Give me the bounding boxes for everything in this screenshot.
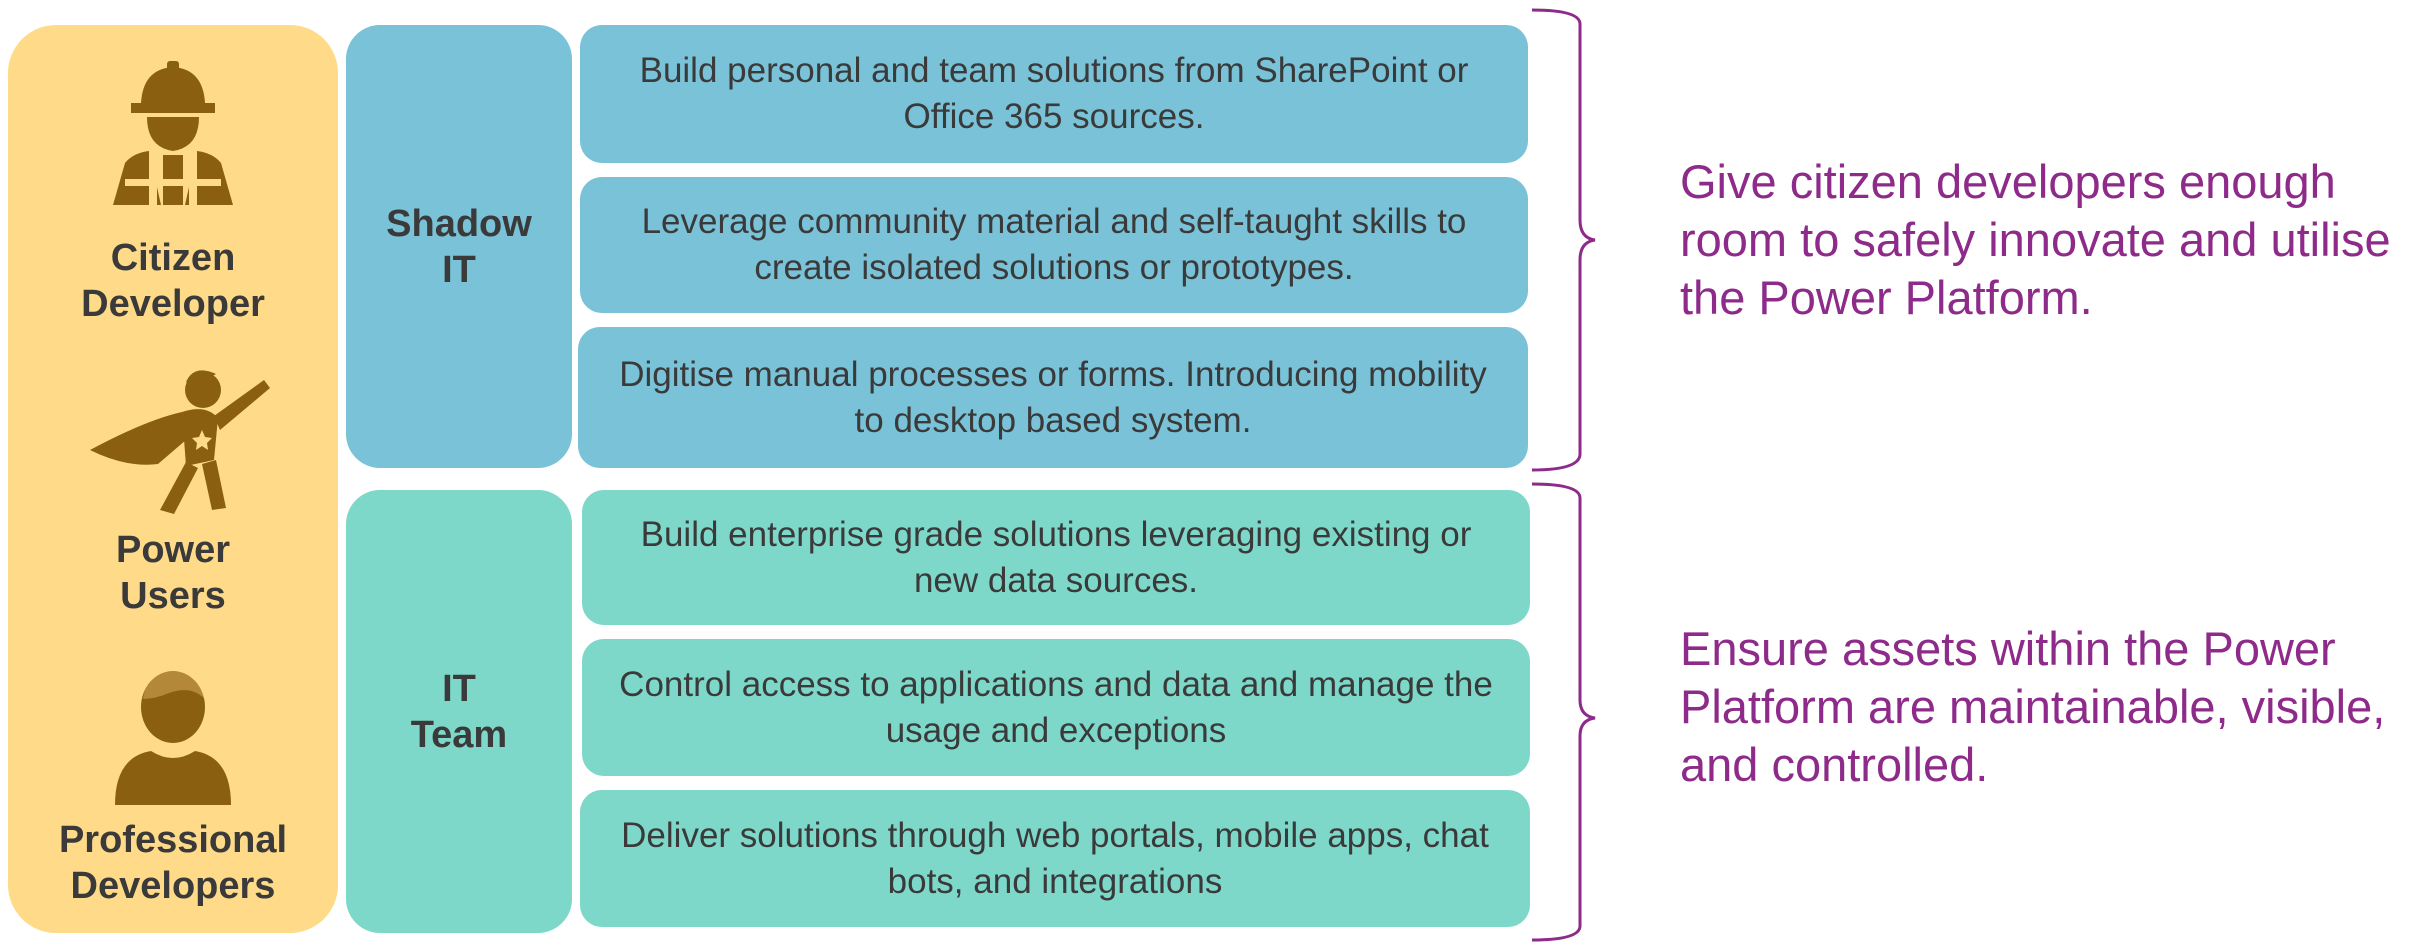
brace-shadow-it (1531, 8, 1596, 472)
group-label-it-team: IT Team (410, 667, 508, 756)
group-label-shadow-it: Shadow IT (386, 202, 532, 291)
person-icon (115, 670, 231, 805)
it-team-item-3: Deliver solutions through web portals, m… (580, 790, 1530, 927)
shadow-it-item-3: Digitise manual processes or forms. Intr… (578, 327, 1528, 468)
it-team-item-1: Build enterprise grade solutions leverag… (582, 490, 1530, 625)
note-it-team: Ensure assets within the Power Platform … (1680, 622, 2386, 791)
brace-it-team (1531, 482, 1596, 942)
persona-label-professional-developers: Professional Developers (58, 819, 288, 907)
persona-label-citizen-developer: Citizen Developer (81, 237, 265, 325)
group-shadow-it: Shadow IT (346, 25, 572, 468)
shadow-it-item-1: Build personal and team solutions from S… (580, 25, 1528, 163)
note-shadow-it: Give citizen developers enough room to s… (1680, 155, 2391, 324)
it-team-item-2: Control access to applications and data … (582, 639, 1530, 776)
persona-label-power-users: Power Users (115, 529, 231, 617)
group-it-team: IT Team (346, 490, 572, 933)
superhero-icon (90, 370, 270, 514)
persona-panel: Citizen Developer Power Users Profession… (8, 25, 338, 933)
construction-worker-icon (113, 61, 233, 205)
shadow-it-item-2: Leverage community material and self-tau… (580, 177, 1528, 313)
